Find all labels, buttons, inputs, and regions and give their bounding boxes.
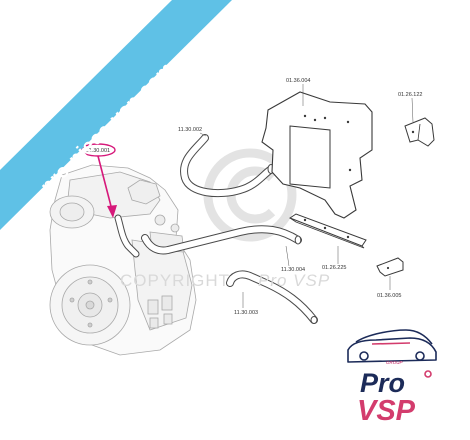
engine-illustration [49, 164, 197, 356]
car-logo-icon [347, 329, 437, 363]
leader-lines [199, 84, 414, 308]
highlight-callout: 11.30.001 [80, 143, 117, 218]
watermark-copyright: COPYRIGHT [120, 271, 230, 290]
logo-pro: Pro [360, 368, 405, 398]
logo-vsp: VSP [357, 395, 416, 427]
heat-shield-01-36-004[interactable] [261, 91, 373, 219]
callout-11-30-003: 11.30.003 [234, 310, 258, 316]
callout-11-30-002: 11.30.002 [178, 127, 202, 133]
pointer-arrow-icon [107, 205, 117, 218]
callout-01-26-225: 01.26.225 [322, 265, 346, 271]
clip-01-36-005[interactable] [376, 257, 404, 277]
rail-01-26-225[interactable] [288, 213, 367, 249]
small-hose-11-30-001[interactable] [114, 214, 140, 258]
hose-11-30-003[interactable] [226, 270, 318, 324]
hose-11-30-002[interactable] [180, 134, 275, 198]
bracket-01-26-122[interactable] [404, 117, 435, 147]
provsp-logo[interactable]: GROUP Pro VSP [347, 329, 437, 427]
callout-01-36-004: 01.36.004 [286, 78, 310, 84]
logo-group: GROUP [386, 360, 403, 365]
callout-01-36-005: 01.36.005 [377, 293, 401, 299]
pipe-11-30-004[interactable] [141, 225, 302, 255]
logo-dot-icon [424, 370, 432, 378]
callout-11-30-004: 11.30.004 [281, 267, 305, 273]
callout-11-30-001: 11.30.001 [86, 148, 110, 154]
callout-01-26-122: 01.26.122 [398, 92, 422, 98]
watermark-brand: Pro VSP [258, 271, 330, 290]
